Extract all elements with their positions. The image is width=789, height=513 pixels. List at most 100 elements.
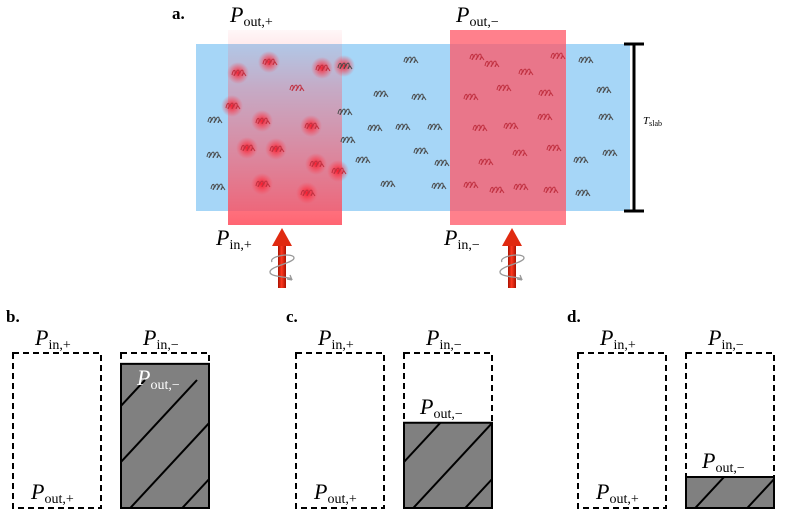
input-arrows bbox=[269, 228, 525, 288]
p-out-plus-label: Pout,+ bbox=[229, 2, 273, 30]
p-out-minus-label: Pout,− bbox=[136, 365, 180, 393]
p-in-minus-label: Pin,− bbox=[142, 325, 179, 353]
molecule bbox=[355, 156, 371, 164]
excited-glow bbox=[327, 160, 349, 182]
in-plus-box bbox=[12, 352, 102, 509]
excited-glow bbox=[258, 51, 280, 73]
p-in-minus-label: Pin,− bbox=[425, 325, 462, 353]
p-out-plus-label: Pout,+ bbox=[313, 479, 357, 507]
panel-a-letter: a. bbox=[172, 4, 185, 23]
p-in-plus-label: Pin,+ bbox=[317, 325, 354, 353]
molecule bbox=[463, 93, 479, 101]
molecule bbox=[255, 117, 271, 125]
molecule bbox=[240, 144, 256, 152]
panel-d: d. Pin,+ Pin,− Pout,+ Pout,− bbox=[567, 307, 775, 509]
molecule bbox=[210, 183, 226, 191]
molecule bbox=[395, 123, 411, 131]
molecule bbox=[573, 156, 589, 164]
molecule bbox=[431, 182, 447, 190]
excited-molecules bbox=[221, 51, 355, 204]
p-out-minus-label: Pout,− bbox=[419, 394, 463, 422]
molecule bbox=[289, 84, 305, 92]
molecule bbox=[207, 116, 223, 124]
excited-glow bbox=[300, 115, 322, 137]
panel-d-letter: d. bbox=[567, 307, 581, 326]
molecule bbox=[538, 89, 554, 97]
out-minus-fill bbox=[120, 362, 210, 509]
molecule bbox=[337, 62, 353, 70]
molecule bbox=[478, 158, 494, 166]
molecule bbox=[269, 145, 285, 153]
circular-polarized-arrow bbox=[499, 228, 525, 288]
p-in-plus-label: Pin,+ bbox=[34, 325, 71, 353]
molecule bbox=[496, 84, 512, 92]
molecule bbox=[331, 167, 347, 175]
molecule bbox=[484, 60, 500, 68]
excited-glow bbox=[251, 173, 273, 195]
molecule bbox=[543, 186, 559, 194]
beam-minus bbox=[450, 30, 566, 225]
excited-glow bbox=[236, 137, 258, 159]
molecule bbox=[469, 53, 485, 61]
out-minus-fill bbox=[685, 476, 775, 509]
excited-glow bbox=[305, 153, 327, 175]
excited-glow bbox=[221, 95, 243, 117]
circular-polarized-arrow bbox=[269, 228, 295, 288]
molecule bbox=[427, 123, 443, 131]
molecule bbox=[411, 93, 427, 101]
molecule bbox=[513, 183, 529, 191]
molecule bbox=[550, 52, 566, 60]
excited-glow bbox=[227, 62, 249, 84]
in-plus-box bbox=[295, 352, 385, 509]
p-in-minus-label: Pin,− bbox=[707, 325, 744, 353]
molecule bbox=[315, 64, 331, 72]
lower-panels: b. Pin,+ Pin,− Pout,+ Pout,− c. Pin,+ Pin,− Pout… bbox=[6, 307, 775, 509]
in-minus-box bbox=[685, 352, 775, 509]
molecule bbox=[518, 68, 534, 76]
molecule bbox=[602, 149, 618, 157]
p-out-plus-label: Pout,+ bbox=[595, 479, 639, 507]
molecule bbox=[300, 189, 316, 197]
molecule bbox=[503, 122, 519, 130]
p-in-minus-label: Pin,− bbox=[443, 225, 480, 253]
p-out-plus-label: Pout,+ bbox=[30, 479, 74, 507]
molecule bbox=[340, 136, 356, 144]
panel-a: a. Tslab Pout,+ Pout,− Pin,+ bbox=[172, 2, 662, 288]
molecule bbox=[472, 124, 488, 132]
molecules bbox=[206, 52, 618, 197]
molecule bbox=[413, 147, 429, 155]
p-out-minus-label: Pout,− bbox=[455, 2, 499, 30]
excited-glow bbox=[251, 110, 273, 132]
molecule bbox=[380, 180, 396, 188]
excited-glow bbox=[311, 57, 333, 79]
panel-b-letter: b. bbox=[6, 307, 20, 326]
panel-c: c. Pin,+ Pin,− Pout,+ Pout,− bbox=[286, 307, 493, 509]
out-minus-fill bbox=[403, 421, 493, 509]
in-plus-box bbox=[577, 352, 667, 509]
p-out-minus-label: Pout,− bbox=[701, 448, 745, 476]
molecule bbox=[255, 180, 271, 188]
molecule bbox=[262, 58, 278, 66]
molecule bbox=[546, 144, 562, 152]
molecule bbox=[337, 108, 353, 116]
molecule bbox=[225, 102, 241, 110]
excited-glow bbox=[333, 55, 355, 77]
panel-c-letter: c. bbox=[286, 307, 298, 326]
molecule bbox=[434, 159, 450, 167]
molecule bbox=[489, 186, 505, 194]
p-in-plus-label: Pin,+ bbox=[599, 325, 636, 353]
slab-thickness-marker bbox=[624, 42, 644, 213]
molecule bbox=[578, 56, 594, 64]
molecule bbox=[575, 189, 591, 197]
molecule bbox=[309, 160, 325, 168]
excited-glow bbox=[265, 138, 287, 160]
molecule bbox=[598, 113, 614, 121]
molecule bbox=[367, 124, 383, 132]
molecule bbox=[537, 113, 553, 121]
molecule bbox=[463, 181, 479, 189]
molecule bbox=[304, 122, 320, 130]
t-slab-label: Tslab bbox=[643, 115, 662, 128]
molecule bbox=[596, 86, 612, 94]
molecule bbox=[403, 56, 419, 64]
